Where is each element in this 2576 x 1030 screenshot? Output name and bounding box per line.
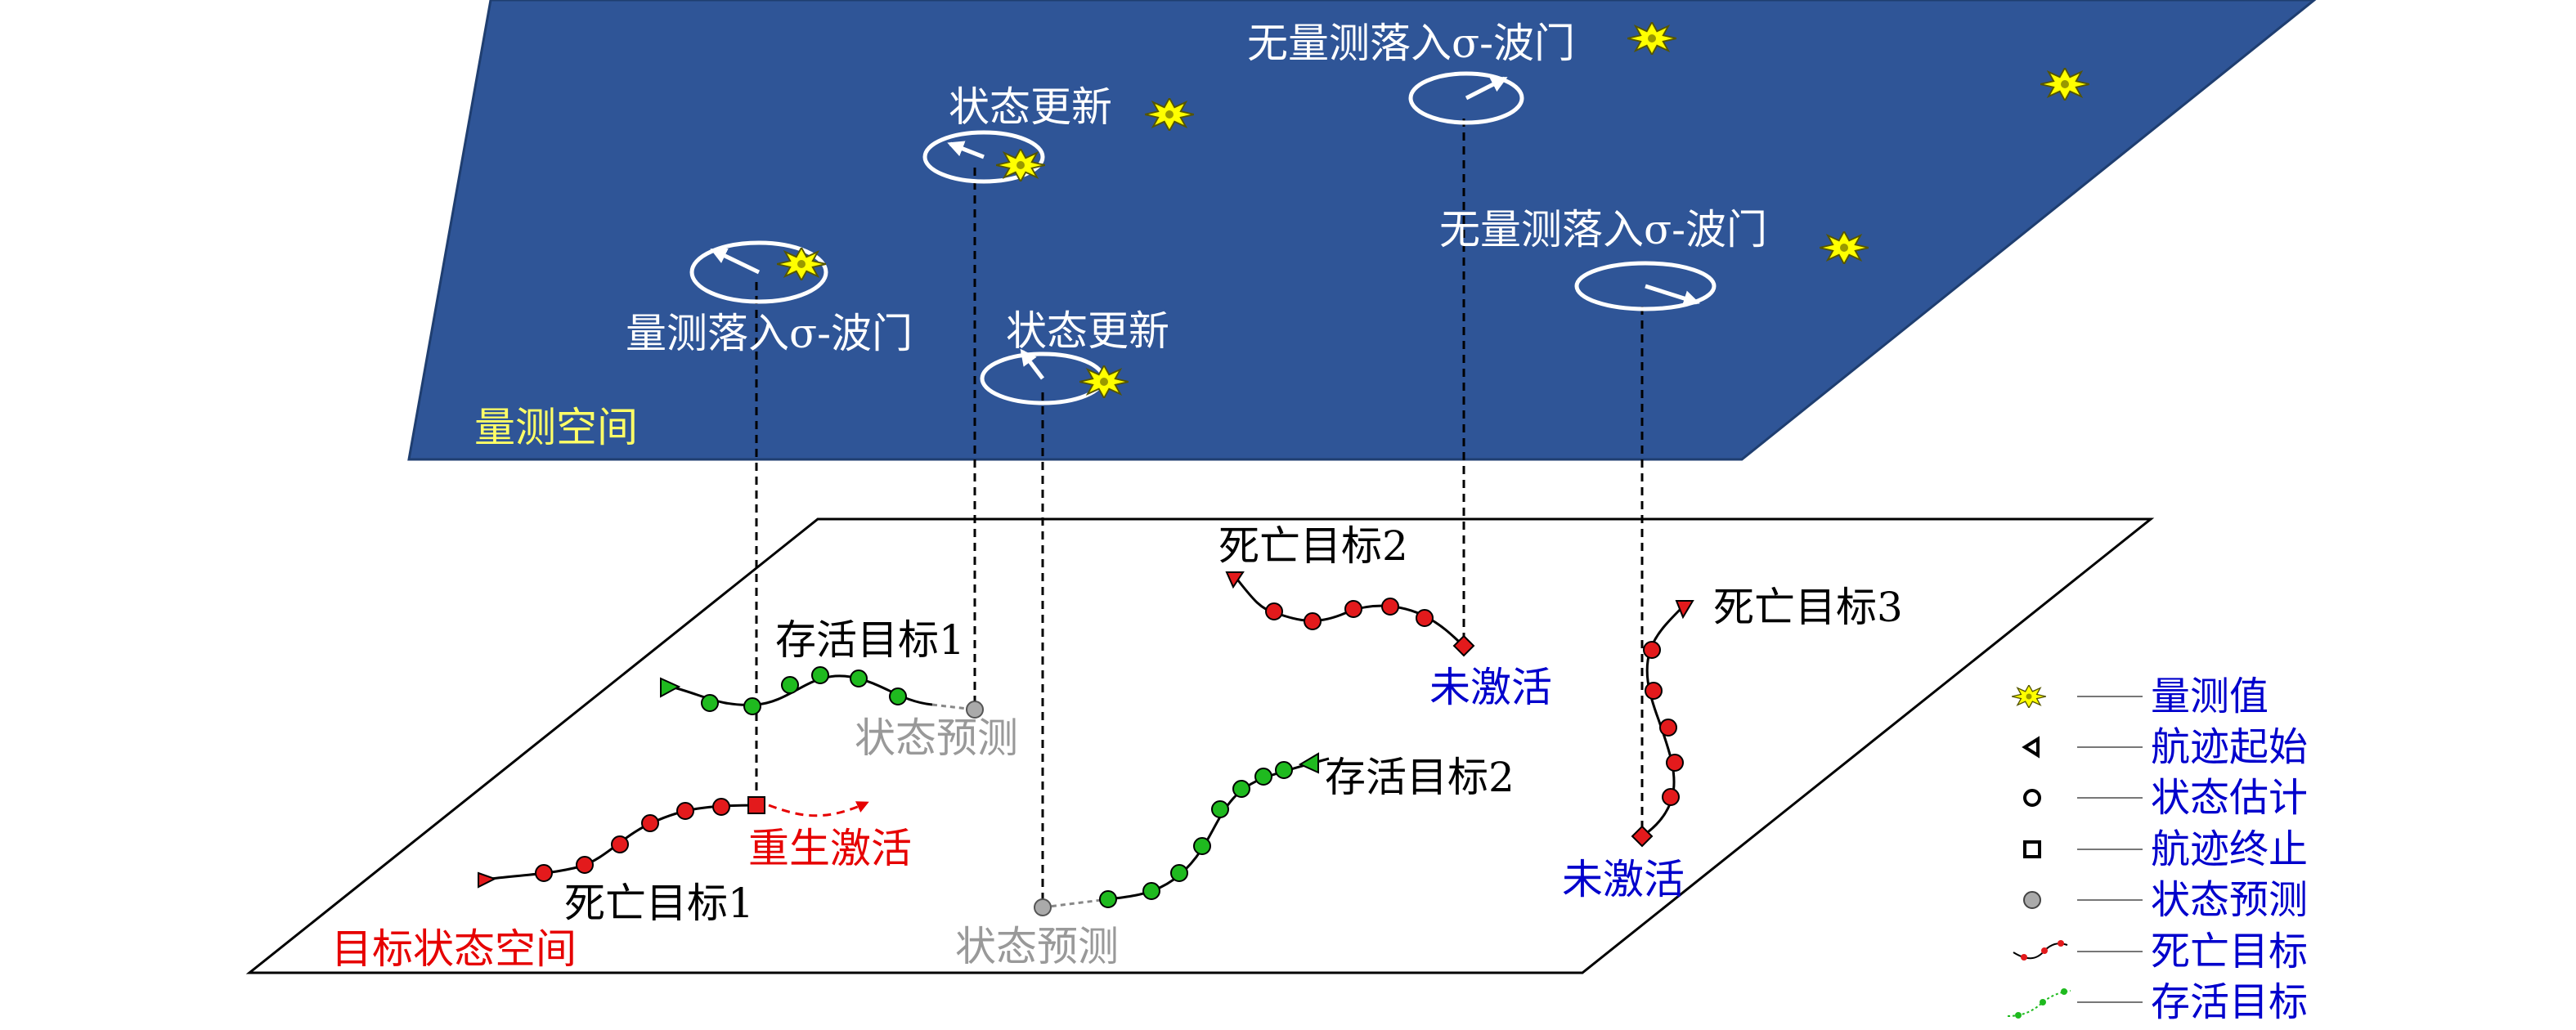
legend-label-state-prediction: 状态预测 [2151, 877, 2308, 923]
track-end-icon [747, 796, 765, 814]
legend-item-measurement: 量测值 [2012, 674, 2269, 719]
dead-track-icon [2013, 940, 2068, 961]
gate-no-measurement-1 [1408, 71, 1524, 125]
dead-target-1-track [478, 796, 869, 889]
legend-label-alive-target: 存活目标 [2151, 979, 2308, 1025]
track-start-icon [660, 677, 681, 698]
gate-no-measurement-2 [1574, 261, 1717, 311]
gate-update-1 [922, 130, 1045, 184]
star-icon [2012, 685, 2046, 708]
alive-target-1-label: 存活目标1 [775, 616, 965, 664]
alive-track-icon [2007, 988, 2071, 1019]
gate-label-in-measurement: 量测落入σ-波门 [626, 310, 913, 357]
circle-icon [2023, 789, 2041, 807]
gray-circle-icon [2023, 891, 2041, 909]
dead-target-1-label: 死亡目标1 [564, 880, 754, 927]
rebirth-label: 重生激活 [748, 825, 912, 872]
dead-target-2-label: 死亡目标2 [1218, 522, 1408, 570]
gate-label-update-1: 状态更新 [949, 83, 1112, 131]
inactive-1-label: 未激活 [1429, 664, 1552, 711]
alive-target-2-track [1034, 752, 1330, 916]
state-prediction-2-label: 状态预测 [955, 923, 1119, 970]
inactive-2-label: 未激活 [1562, 856, 1685, 903]
gate-label-update-2: 状态更新 [1006, 307, 1169, 355]
triangle-icon [2022, 736, 2040, 759]
legend-label-measurement: 量测值 [2151, 674, 2269, 719]
dead-target-3-track [1631, 600, 1694, 848]
alive-target-2-label: 存活目标2 [1325, 754, 1515, 801]
measurement-plane [407, 0, 2317, 461]
dead-target-2-track [1225, 571, 1475, 657]
target-state-plane [245, 517, 2155, 974]
state-prediction-point [966, 701, 984, 719]
legend-item-alive-target: 存活目标 [2007, 979, 2308, 1025]
alive-target-1-track [660, 666, 984, 719]
legend-label-state-estimate: 状态估计 [2151, 775, 2308, 821]
legend-label-track-start: 航迹起始 [2151, 724, 2308, 770]
state-prediction-point [1034, 898, 1052, 916]
measurement-space-label: 量测空间 [474, 404, 638, 451]
legend-item-state-estimate: 状态估计 [2023, 775, 2308, 821]
gate-in-measurement [689, 240, 828, 304]
gate-label-no-measurement-1: 无量测落入σ-波门 [1247, 20, 1575, 67]
state-prediction-1-label: 状态预测 [855, 714, 1018, 762]
legend-item-track-end: 航迹终止 [2023, 826, 2308, 872]
legend-item-state-prediction: 状态预测 [2023, 877, 2308, 923]
legend-item-track-start: 航迹起始 [2022, 724, 2308, 770]
gate-label-no-measurement-2: 无量测落入σ-波门 [1439, 206, 1767, 253]
legend-label-dead-target: 死亡目标 [2151, 929, 2308, 974]
square-icon [2023, 840, 2041, 858]
target-state-space-label: 目标状态空间 [331, 925, 577, 973]
legend: 量测值 航迹起始 状态估计 航迹终止 状态预测 [2007, 674, 2308, 1025]
legend-item-dead-target: 死亡目标 [2013, 929, 2308, 974]
dead-target-3-label: 死亡目标3 [1713, 584, 1903, 631]
projection-lines [755, 119, 1644, 907]
legend-label-track-end: 航迹终止 [2151, 826, 2308, 872]
